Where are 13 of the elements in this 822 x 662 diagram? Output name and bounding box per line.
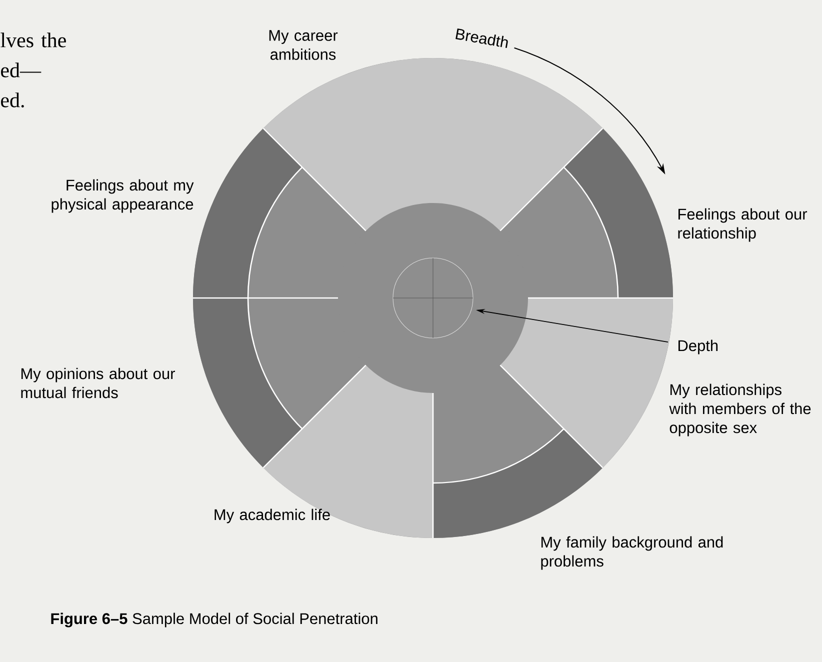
sector-label: My career ambitions	[269, 30, 338, 60]
body-text-fragment: lves the	[0, 32, 66, 48]
sector-label: My family background and problems	[541, 536, 723, 570]
breadth-label: Breadth	[456, 28, 508, 48]
depth-label: Depth	[678, 340, 718, 354]
sector-label: Feelings about our relationship	[678, 208, 808, 242]
sector-label: My academic life	[214, 508, 330, 524]
body-text-fragment: ed.	[1, 92, 24, 108]
sector-label: My opinions about our mutual friends	[21, 368, 175, 398]
sector-label: Feelings about my physical appearance	[52, 179, 194, 213]
body-text-fragment: ed—	[1, 62, 42, 78]
figure-caption: Figure 6–5 Sample Model of Social Penetration	[51, 612, 378, 628]
sector-label: My relationships with members of the opposite sex	[669, 384, 811, 436]
